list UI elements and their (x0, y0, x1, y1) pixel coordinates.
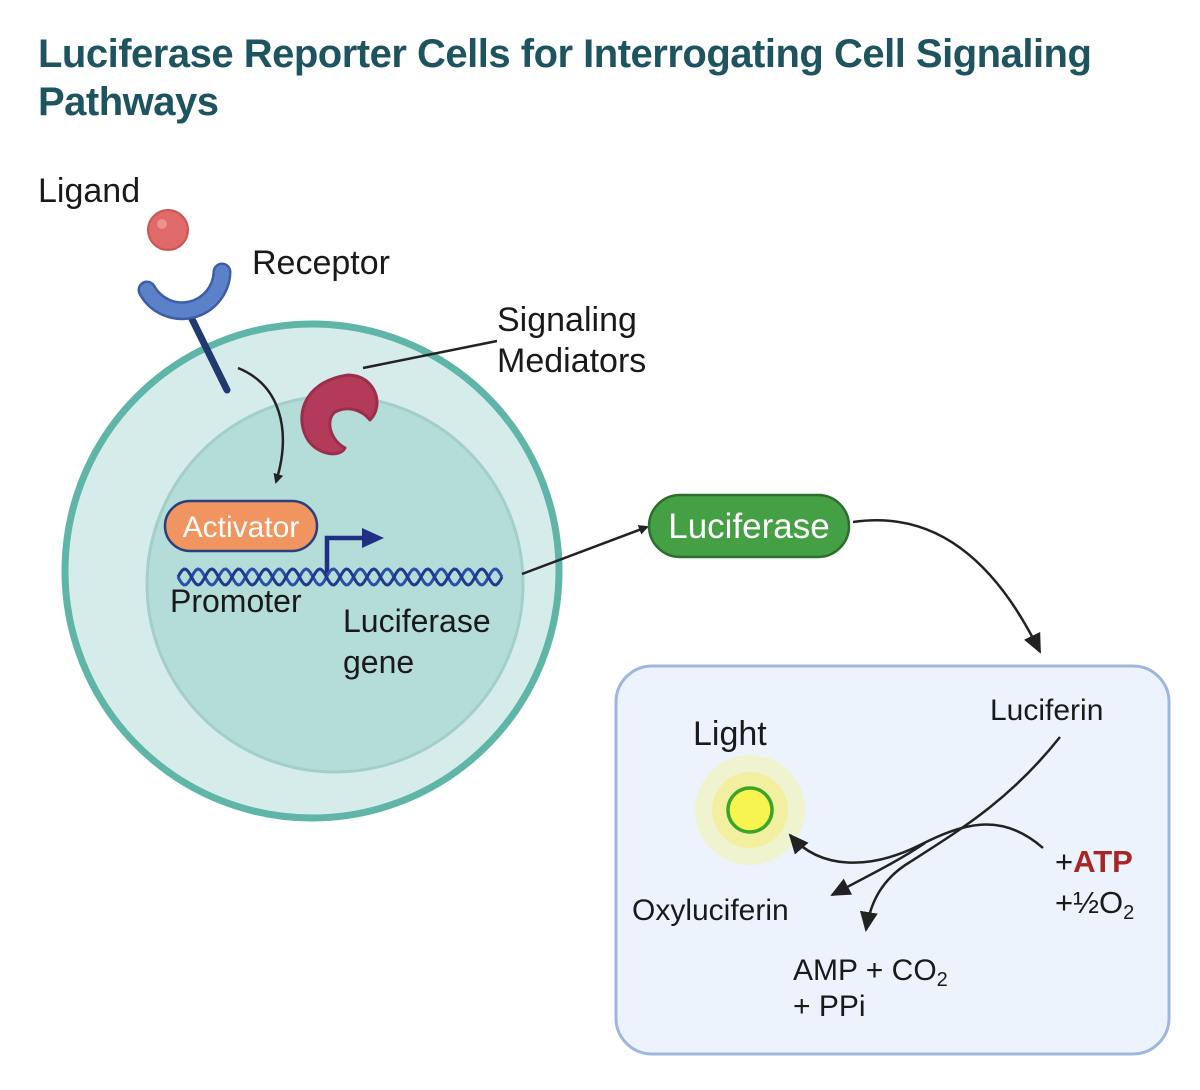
products-prefix: AMP + CO (793, 954, 937, 987)
transcription-start-arrow (324, 528, 384, 575)
expression-arrow (521, 525, 649, 576)
signaling-label-line1: Signaling (497, 301, 637, 339)
products-line1: AMP + CO2 (793, 954, 948, 991)
luciferase-gene-label-line2: gene (343, 644, 414, 680)
atp-reactant: +ATP (1055, 844, 1133, 879)
oxygen-prefix: +½O (1055, 885, 1123, 920)
oxygen-subscript: 2 (1123, 902, 1134, 924)
light-icon (695, 755, 805, 865)
oxyluciferin-curve (830, 841, 926, 897)
oxygen-reactant: +½O2 (1055, 885, 1134, 924)
dna-helix (176, 567, 504, 587)
atp-plus: + (1055, 844, 1073, 879)
receptor-label: Receptor (252, 244, 390, 282)
receptor-icon (137, 262, 232, 394)
activator-pill: Activator (163, 499, 319, 553)
diagram-title: Luciferase Reporter Cells for Interrogat… (38, 32, 1092, 124)
luciferin-label: Luciferin (990, 694, 1103, 727)
luciferase-gene-label-line1: Luciferase (343, 603, 491, 639)
activator-label: Activator (183, 511, 300, 544)
signal-arrow (237, 366, 285, 484)
ligand-icon (147, 209, 189, 251)
dna-strand (176, 567, 504, 587)
co2-subscript: 2 (937, 969, 948, 991)
atp-text: ATP (1073, 844, 1133, 879)
signaling-mediator-icon (300, 373, 379, 456)
promoter-label: Promoter (170, 583, 302, 619)
reaction-arrow (852, 519, 1042, 654)
light-label: Light (693, 715, 767, 753)
signaling-label-line2: Mediators (497, 342, 646, 380)
luciferin-curve (859, 736, 1061, 932)
mediator-leader-line (362, 339, 498, 370)
luciferase-protein-pill: Luciferase (647, 493, 851, 559)
products-line2: + PPi (793, 990, 866, 1023)
ligand-label: Ligand (38, 172, 140, 210)
luciferase-protein-label: Luciferase (668, 507, 829, 546)
oxyluciferin-label: Oxyluciferin (632, 894, 789, 927)
